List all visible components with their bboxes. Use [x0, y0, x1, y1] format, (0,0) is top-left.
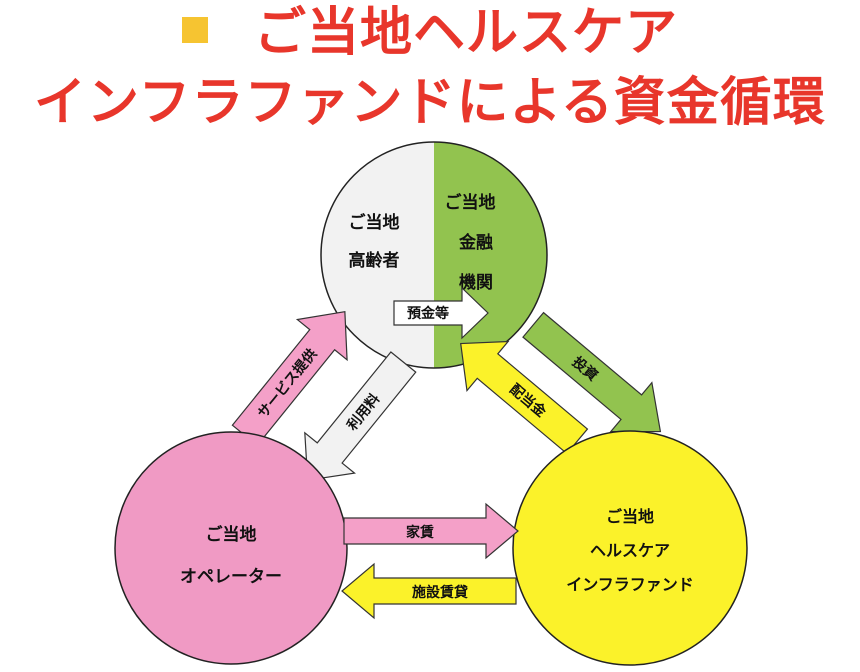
deposits-arrow: 預金等 — [393, 286, 489, 340]
top-node: ご当地 高齢者 ご当地 金融 機関 — [320, 141, 548, 369]
page-title-line-2: インフラファンドによる資金循環 — [34, 73, 826, 133]
fund-label-3: インフラファンド — [566, 575, 694, 594]
operator-label-2: オペレーター — [180, 567, 282, 587]
operator-node: ご当地 オペレーター — [114, 431, 348, 665]
fund-node: ご当地 ヘルスケア インフラファンド — [512, 430, 748, 666]
operator-label-1: ご当地 — [206, 524, 257, 545]
fund-circle — [512, 430, 748, 666]
bank-label-3: 機関 — [459, 272, 493, 293]
facility-lease-arrow: 施設賃貸 — [341, 562, 517, 620]
rent-arrow: 家賃 — [343, 502, 519, 560]
bank-label-1: ご当地 — [445, 192, 496, 213]
bank-label-2: 金融 — [458, 232, 493, 253]
operator-circle — [114, 431, 348, 665]
fund-label-1: ご当地 — [606, 507, 654, 526]
page-title-line-1: ご当地ヘルスケア — [0, 2, 860, 64]
investment-arrow: 投資 — [522, 311, 662, 433]
bullet-square-icon — [181, 17, 208, 43]
facility-lease-label: 施設賃貸 — [412, 584, 468, 601]
rent-label: 家賃 — [406, 524, 434, 541]
elderly-label-1: ご当地 — [349, 212, 400, 233]
title-text-1: ご当地ヘルスケア — [253, 3, 678, 63]
elderly-label-2: 高齢者 — [349, 250, 400, 271]
deposits-label: 預金等 — [407, 305, 449, 322]
fund-label-2: ヘルスケア — [590, 541, 670, 560]
